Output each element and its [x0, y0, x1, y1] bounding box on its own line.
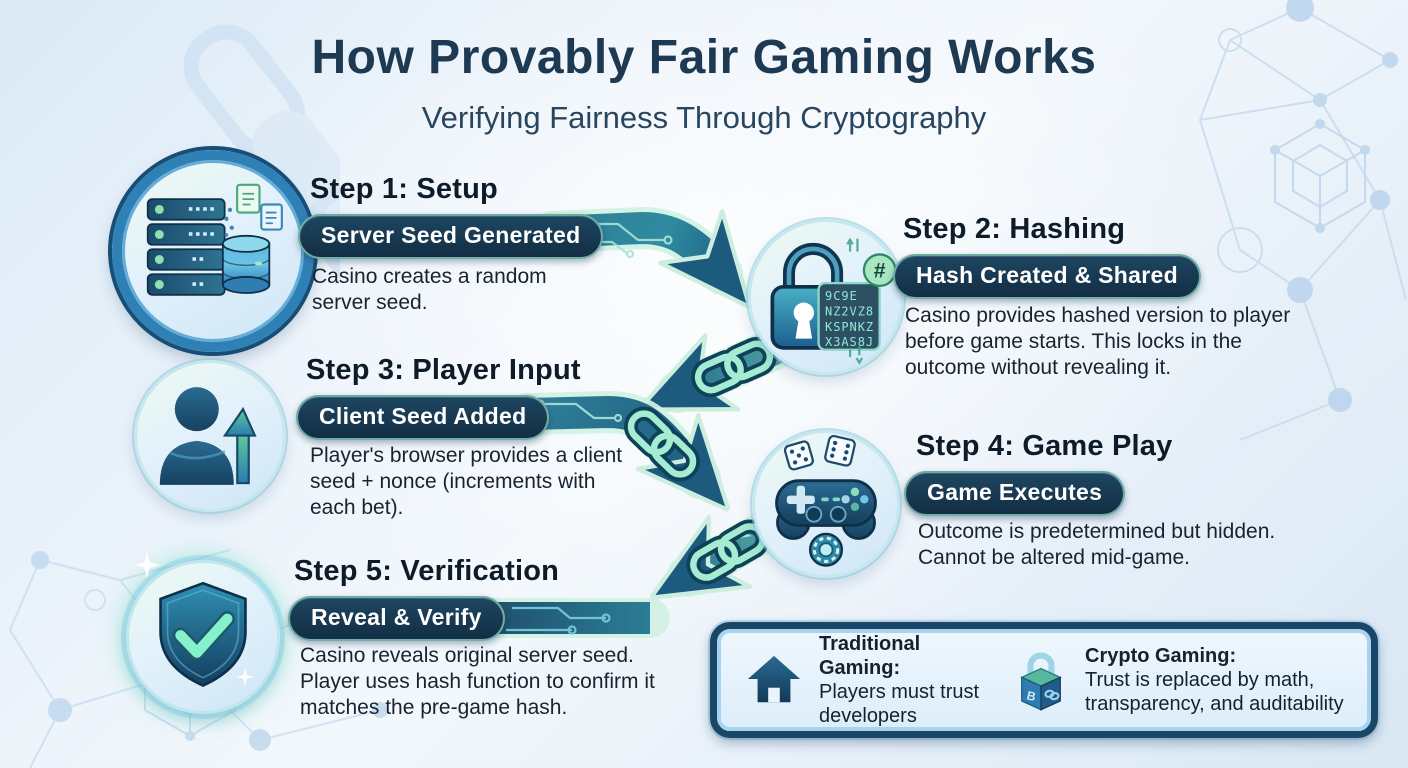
step-heading: Step 4: Game Play: [916, 430, 1173, 462]
svg-text:B: B: [1026, 688, 1038, 704]
hash-badge-icon: #: [862, 253, 897, 288]
padlock-hash-icon: 9C9E NZ2VZ8 KSPNKZ X3AS8J #: [770, 237, 897, 365]
crypto-gaming-body: Trust is replaced by math, transparency,…: [1085, 669, 1344, 715]
circuit-ribbon: [466, 598, 670, 638]
svg-text:#: #: [874, 259, 886, 283]
step-badge: Hash Created & Shared: [893, 254, 1201, 299]
step-heading: Step 1: Setup: [310, 173, 498, 205]
step-badge: Game Executes: [904, 471, 1126, 516]
traditional-gaming-item: Traditional Gaming: Players must trust d…: [745, 632, 997, 728]
crypto-padlock-icon: B: [1020, 652, 1062, 711]
house-icon: [747, 655, 801, 703]
step-description: Casino reveals original server seed. Pla…: [300, 644, 655, 720]
sparkle-icon: [134, 552, 160, 578]
step5-icon-circle: [126, 560, 280, 714]
page-subtitle: Verifying Fairness Through Cryptography: [421, 100, 987, 135]
step-description: Player's browser provides a client seed …: [310, 444, 623, 520]
document-icon: [236, 183, 283, 231]
game-controller-dice-icon: [775, 434, 877, 567]
step-heading: Step 2: Hashing: [903, 213, 1126, 245]
dice-icon: [783, 434, 856, 471]
comparison-panel: Traditional Gaming: Players must trust d…: [710, 622, 1378, 738]
player-up-arrow-icon: [159, 387, 257, 485]
hash-text: KSPNKZ: [825, 320, 874, 334]
roulette-chip-icon: [808, 532, 844, 567]
hash-text: NZ2VZ8: [825, 305, 874, 319]
step-badge: Reveal & Verify: [288, 596, 505, 641]
step-description: Casino creates a random server seed.: [312, 265, 547, 315]
server-database-icon: [146, 183, 283, 296]
traditional-gaming-body: Players must trust developers: [819, 681, 980, 727]
step4-icon-circle: [752, 430, 900, 578]
step-badge: Server Seed Generated: [298, 214, 604, 259]
shield-check-icon: [159, 581, 247, 687]
page-title: How Provably Fair Gaming Works: [311, 31, 1097, 84]
step-heading: Step 5: Verification: [294, 555, 560, 587]
traditional-gaming-label: Traditional Gaming:: [819, 633, 921, 679]
hash-panel: 9C9E NZ2VZ8 KSPNKZ X3AS8J: [817, 281, 881, 351]
step-description: Casino provides hashed version to player…: [905, 304, 1291, 380]
hash-text: 9C9E: [825, 289, 858, 303]
step2-icon-circle: 9C9E NZ2VZ8 KSPNKZ X3AS8J #: [748, 219, 904, 375]
controller-body: [775, 479, 877, 540]
traditional-gaming-text: Traditional Gaming: Players must trust d…: [819, 632, 997, 728]
hash-text: X3AS8J: [825, 335, 874, 349]
database-icon: [221, 234, 271, 294]
crypto-gaming-item: B Crypto Gaming: Trust is replaced by ma…: [1013, 644, 1353, 716]
step-heading: Step 3: Player Input: [306, 354, 581, 386]
sparkle-icon: [236, 668, 254, 686]
step1-icon-circle: [112, 150, 314, 352]
step3-icon-circle: [134, 360, 286, 512]
crypto-gaming-text: Crypto Gaming: Trust is replaced by math…: [1085, 644, 1353, 716]
step-description: Outcome is predetermined but hidden. Can…: [918, 520, 1276, 570]
step-badge: Client Seed Added: [296, 395, 550, 440]
crypto-gaming-label: Crypto Gaming:: [1085, 645, 1237, 667]
